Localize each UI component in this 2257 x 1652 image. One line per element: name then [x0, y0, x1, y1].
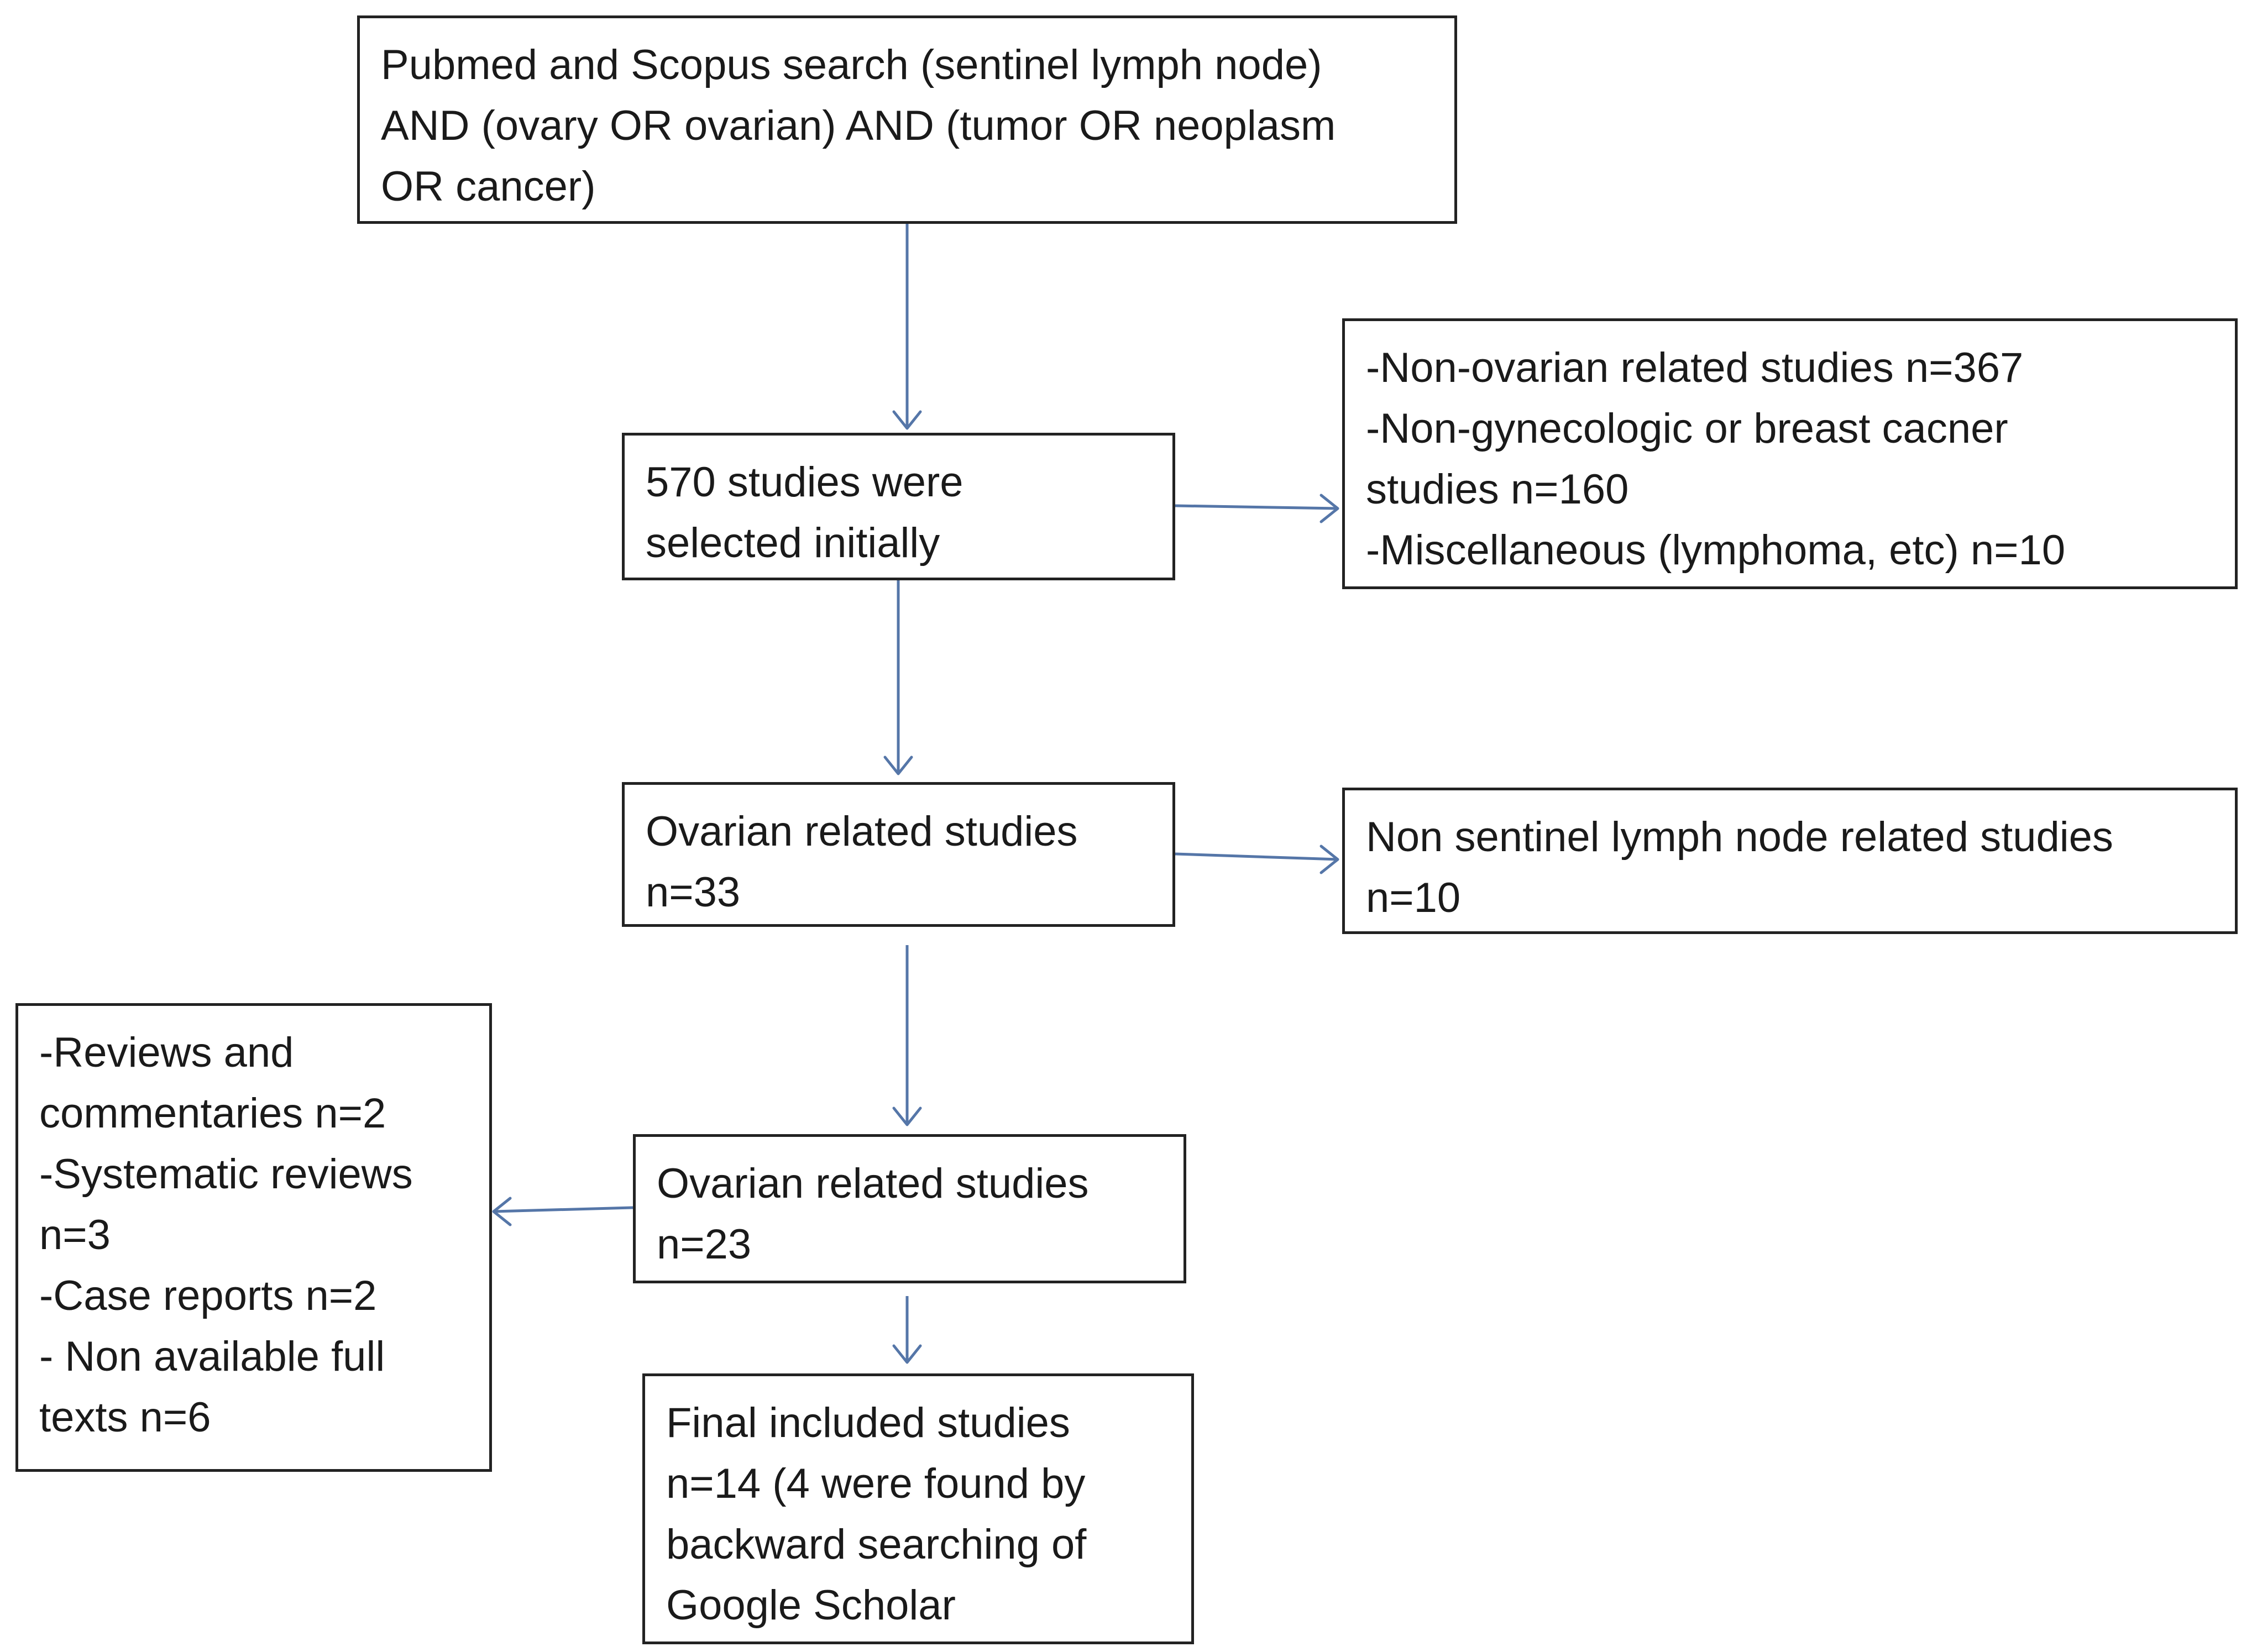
arrowhead-ovarian-23-to-excluded-3 — [492, 1197, 512, 1226]
arrowhead-ovarian-33-to-excluded-2 — [1319, 845, 1339, 874]
ovarian-33-line: n=33 — [646, 869, 741, 916]
search-query-box: Pubmed and Scopus search (sentinel lymph… — [357, 15, 1457, 224]
excluded-3-line: texts n=6 — [39, 1394, 211, 1441]
arrowhead-ovarian-33-to-ovarian-23 — [892, 1106, 922, 1126]
excluded-3-line: -Systematic reviews — [39, 1151, 413, 1198]
ovarian-33-line: Ovarian related studies — [646, 808, 1078, 855]
final-included-line: backward searching of — [666, 1521, 1087, 1568]
excluded-3-line: n=3 — [39, 1212, 111, 1258]
final-included-line: Final included studies — [666, 1399, 1070, 1446]
initial-selection-line: selected initially — [646, 520, 940, 567]
excluded-1-line: -Non-ovarian related studies n=367 — [1366, 344, 2024, 391]
excluded-1-line: studies n=160 — [1366, 466, 1629, 513]
excluded-1-line: -Non-gynecologic or breast cacner — [1366, 405, 2008, 452]
final-included-line: Google Scholar — [666, 1582, 956, 1629]
excluded-3-line: commentaries n=2 — [39, 1090, 386, 1137]
arrow-ovarian-33-to-excluded-2 — [1175, 852, 1338, 861]
ovarian-related-33-box: Ovarian related studies n=33 — [622, 782, 1175, 927]
search-query-line: OR cancer) — [381, 163, 596, 210]
initial-selection-box: 570 studies were selected initially — [622, 433, 1175, 580]
arrowhead-search-to-initial — [892, 410, 922, 430]
excluded-3-line: -Reviews and — [39, 1029, 294, 1076]
final-included-line: n=14 (4 were found by — [666, 1460, 1086, 1507]
excluded-1-line: -Miscellaneous (lymphoma, etc) n=10 — [1366, 527, 2066, 574]
excluded-3-line: - Non available full — [39, 1333, 385, 1380]
ovarian-23-line: Ovarian related studies — [657, 1160, 1089, 1207]
ovarian-23-line: n=23 — [657, 1221, 752, 1268]
arrow-ovarian-23-to-excluded-3 — [493, 1206, 633, 1213]
search-query-line: AND (ovary OR ovarian) AND (tumor OR neo… — [381, 102, 1336, 149]
excluded-3-line: -Case reports n=2 — [39, 1272, 377, 1319]
excluded-2-line: n=10 — [1366, 874, 1461, 921]
arrowhead-initial-to-excluded-1 — [1319, 494, 1339, 523]
final-included-box: Final included studies n=14 (4 were foun… — [642, 1373, 1194, 1644]
arrowhead-ovarian-23-to-final — [892, 1344, 922, 1364]
excluded-studies-box-3: -Reviews and commentaries n=2 -Systemati… — [15, 1003, 492, 1472]
arrowhead-initial-to-ovarian-33 — [883, 756, 913, 775]
excluded-2-line: Non sentinel lymph node related studies — [1366, 814, 2113, 861]
excluded-studies-box-2: Non sentinel lymph node related studies … — [1342, 788, 2238, 934]
excluded-studies-box-1: -Non-ovarian related studies n=367 -Non-… — [1342, 318, 2238, 589]
search-query-line: Pubmed and Scopus search (sentinel lymph… — [381, 41, 1322, 88]
initial-selection-line: 570 studies were — [646, 459, 963, 506]
ovarian-related-23-box: Ovarian related studies n=23 — [633, 1134, 1186, 1283]
arrow-initial-to-excluded-1 — [1175, 504, 1338, 510]
